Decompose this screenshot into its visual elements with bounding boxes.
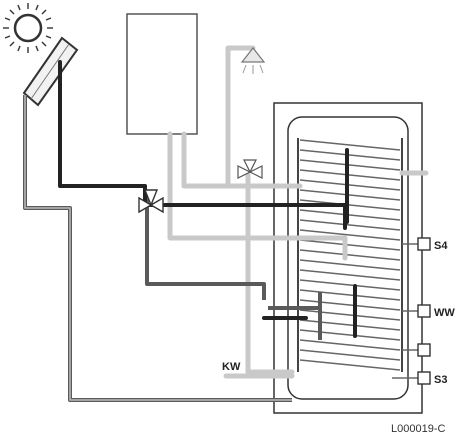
- domestic-water-pipes: [167, 45, 429, 379]
- label-kw: KW: [222, 361, 241, 373]
- label-s4: S4: [434, 240, 448, 252]
- hot-water-connection: [402, 304, 431, 318]
- sensor-s3: [392, 371, 431, 385]
- sun-icon: [3, 3, 53, 53]
- label-ww: WW: [434, 307, 455, 319]
- solar-collector-icon: [22, 36, 79, 107]
- shower-head-icon: [240, 47, 266, 74]
- mixing-valve-icon: [237, 159, 263, 179]
- label-s3: S3: [434, 374, 447, 386]
- heat-exchanger-coils: [299, 139, 401, 371]
- boiler-icon: [126, 13, 198, 135]
- figure-code: L000019-C: [391, 423, 445, 435]
- three-way-valve-icon: [138, 189, 164, 214]
- sensor-unlabeled: [402, 343, 431, 357]
- sensor-s4: [402, 237, 431, 251]
- solar-return-pipes-highlight: [24, 95, 292, 401]
- coil-side-bars: [297, 138, 403, 372]
- solar-flow-pipes: [58, 60, 357, 338]
